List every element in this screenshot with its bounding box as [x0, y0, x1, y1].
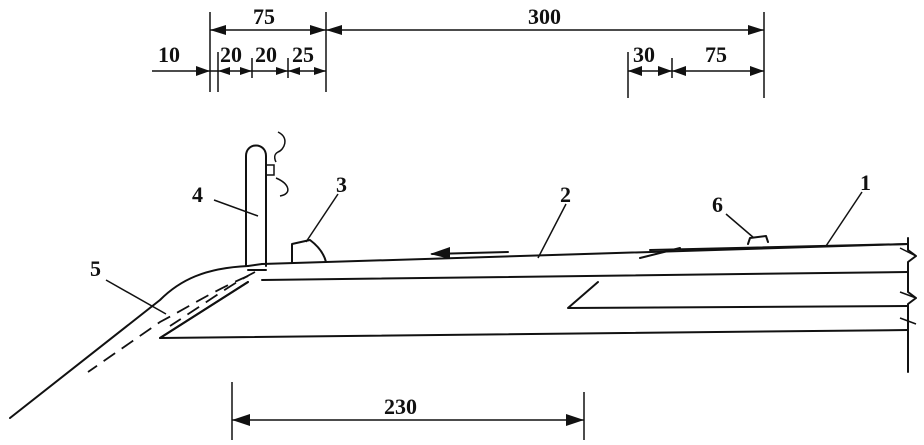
inner-block [567, 281, 909, 309]
dim-25: 25 [292, 42, 314, 67]
arrow-20a-right [240, 67, 252, 75]
leader-2 [537, 203, 567, 259]
dim-10: 10 [158, 42, 180, 67]
curb-block-3 [291, 239, 327, 263]
dashed-layer [87, 275, 249, 373]
label-6: 6 [712, 192, 723, 217]
break-mark-1 [899, 247, 917, 257]
dim-300: 300 [528, 4, 561, 29]
leader-1 [825, 191, 863, 247]
arrow-75b-right [750, 66, 764, 76]
arrow-20a-left [218, 67, 230, 75]
break-mark-3 [899, 317, 917, 325]
leader-6 [725, 213, 755, 239]
bump-6 [747, 235, 769, 245]
arrow-75b-left [672, 66, 686, 76]
label-5: 5 [90, 256, 101, 281]
label-1: 1 [860, 170, 871, 195]
arrow-230-right [566, 414, 584, 426]
bottom-dimension-group: 230 [231, 382, 585, 440]
embankment-inner [159, 281, 249, 339]
arrow-75-left [210, 25, 226, 35]
top-dimension-group: 75 300 10 20 20 25 30 75 [152, 4, 765, 98]
label-4: 4 [192, 182, 203, 207]
labels-group: 4 3 2 1 6 5 [90, 170, 871, 315]
dim-230: 230 [384, 394, 417, 419]
dim-75-right: 75 [705, 42, 727, 67]
arrow-300-right [748, 25, 764, 35]
arrow-20b-right [276, 67, 288, 75]
post-4 [245, 144, 267, 267]
label-2: 2 [560, 182, 571, 207]
arrow-30-right [658, 66, 672, 76]
arrow-75-right [310, 25, 326, 35]
leader-3 [305, 193, 339, 243]
dashed-layer-2 [169, 271, 256, 327]
hook-bottom [275, 177, 289, 197]
right-break-line [907, 237, 917, 373]
embankment-top [9, 265, 249, 419]
dim-30: 30 [633, 42, 655, 67]
arrow-10 [196, 66, 210, 76]
arrow-300-left [326, 25, 342, 35]
curb-corner [247, 263, 263, 267]
arrow-30-left [628, 66, 642, 76]
break-mark-2 [899, 291, 917, 299]
arrow-230-left [232, 414, 250, 426]
dim-75-top: 75 [253, 4, 275, 29]
post-bracket [266, 164, 275, 176]
hook-top [273, 131, 286, 163]
layer1-top-line [649, 243, 909, 251]
dim-20a: 20 [220, 42, 242, 67]
layer1-taper [639, 247, 681, 259]
base-bottom-line [159, 329, 909, 339]
road-structure [9, 131, 917, 419]
arrow-25-left [288, 67, 300, 75]
leader-4 [213, 199, 259, 217]
leader-5 [105, 279, 167, 315]
dim-20b: 20 [255, 42, 277, 67]
flow-arrow-head [430, 247, 450, 259]
label-3: 3 [336, 172, 347, 197]
surface-lower-line [261, 271, 909, 281]
arrow-25-right [314, 67, 326, 75]
